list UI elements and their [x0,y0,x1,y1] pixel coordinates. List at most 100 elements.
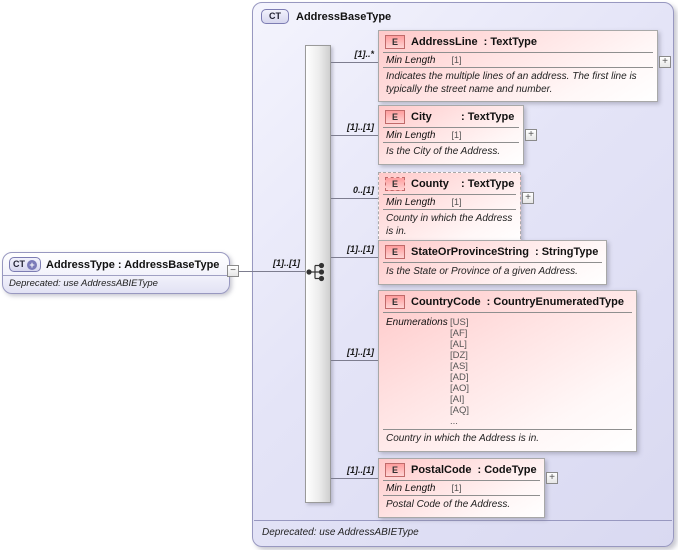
branch-line-city [331,135,378,136]
enum-value: [AL] [450,339,467,350]
element-name: County [411,178,449,190]
element-box-addressline[interactable]: E AddressLine : TextType Min Length [1] … [378,30,658,102]
element-type: : TextType [461,111,515,123]
container-header: CT AddressBaseType [253,3,673,30]
complextype-box-addresstype[interactable]: CT+ AddressType : AddressBaseType Deprec… [2,252,230,294]
divider [383,480,540,481]
facet-row: Min Length [1] [379,128,523,142]
cardinality-label-root: [1]..[1] [273,258,300,268]
element-icon: E [385,110,405,124]
element-box-stateorprovincestring[interactable]: E StateOrProvinceString : StringType Is … [378,240,607,285]
element-box-county[interactable]: E County : TextType Min Length [1] Count… [378,172,521,244]
branch-line-addressline [331,62,378,63]
divider [383,52,653,53]
expand-toggle-county[interactable]: + [522,192,534,204]
divider [383,127,519,128]
facet-label: Min Length [386,55,436,66]
divider [383,209,516,210]
element-type: : TextType [483,36,538,48]
element-type: : TextType [461,178,515,190]
element-box-countrycode[interactable]: E CountryCode : CountryEnumeratedType En… [378,290,637,452]
container-note-divider [254,520,672,521]
element-description: Country in which the Address is in. [386,433,540,444]
element-description: Is the State or Province of a given Addr… [386,266,578,277]
connector-line-root [239,271,306,272]
enum-value: [AQ] [450,405,470,416]
branch-line-county [331,198,378,199]
element-type: : CodeType [477,464,537,476]
divider [383,312,632,313]
cardinality-label-city: [1]..[1] [347,122,374,132]
element-icon: E [385,177,405,191]
divider [383,429,632,430]
root-deprecated-note: Deprecated: use AddressABIEType [9,278,158,289]
element-icon: E [385,295,405,309]
element-box-postalcode[interactable]: E PostalCode : CodeType Min Length [1] P… [378,458,545,518]
branch-line-postalcode [331,478,378,479]
element-box-city[interactable]: E City : TextType Min Length [1] Is the … [378,105,524,165]
element-title-row: E PostalCode : CodeType [379,459,544,480]
expand-toggle-addressline[interactable]: + [659,56,671,68]
facet-row: Min Length [1] [379,53,657,67]
branch-line-countrycode [331,360,378,361]
facet-label: Min Length [386,483,436,494]
element-name: CountryCode [411,296,481,308]
expand-toggle-city[interactable]: + [525,129,537,141]
divider [383,194,516,195]
element-title-row: E StateOrProvinceString : StringType [379,241,606,262]
cardinality-label-stateorprovince: [1]..[1] [347,244,374,254]
sequence-icon[interactable] [306,262,328,282]
cardinality-label-addressline: [1]..* [354,49,374,59]
facet-value: [1] [451,55,462,65]
plus-circle-icon: + [27,260,37,270]
element-title-row: E County : TextType [379,173,520,194]
container-title: AddressBaseType [296,10,392,23]
element-description: Indicates the multiple lines of an addre… [386,71,637,95]
element-title-row: E AddressLine : TextType [379,31,657,52]
cardinality-label-countrycode: [1]..[1] [347,347,374,357]
divider [383,142,519,143]
cardinality-label-county: 0..[1] [352,185,374,195]
element-description: County in which the Address is in. [386,213,513,237]
complextype-icon: CT [261,9,289,24]
expand-toggle-postalcode[interactable]: + [546,472,558,484]
element-type: : StringType [534,246,599,258]
complextype-plus-icon: CT+ [9,257,41,272]
facet-row: Min Length [1] [379,195,520,209]
element-name: AddressLine [411,36,478,48]
divider [383,495,540,496]
element-name: PostalCode [411,464,472,476]
facet-value: [1] [451,197,462,207]
branch-line-stateorprovince [331,257,378,258]
facet-row: Min Length [1] [379,481,544,495]
enum-value: [AF] [450,328,468,339]
enumerations-row: Enumerations [US] [AF] [AL] [DZ] [AS] [A… [379,313,636,429]
enumerations-label: Enumerations [386,317,448,328]
facet-label: Min Length [386,130,436,141]
facet-label: Min Length [386,197,436,208]
collapse-toggle[interactable]: − [227,265,239,277]
container-deprecated-note: Deprecated: use AddressABIEType [262,527,419,538]
element-description: Is the City of the Address. [386,146,501,157]
element-icon: E [385,245,405,259]
element-name: StateOrProvinceString [411,246,529,258]
element-description: Postal Code of the Address. [386,499,511,510]
divider [383,262,602,263]
enum-value: [US] [450,317,469,328]
divider [383,67,653,68]
enum-value: [DZ] [450,350,468,361]
enum-value: [AS] [450,361,468,372]
element-icon: E [385,463,405,477]
facet-value: [1] [451,130,462,140]
element-title-row: E City : TextType [379,106,523,127]
cardinality-label-postalcode: [1]..[1] [347,465,374,475]
root-box-title: AddressType : AddressBaseType [46,258,220,271]
enum-value: ... [450,416,458,427]
element-type: : CountryEnumeratedType [486,296,624,308]
enum-value: [AD] [450,372,469,383]
element-name: City [411,111,432,123]
element-title-row: E CountryCode : CountryEnumeratedType [379,291,636,312]
facet-value: [1] [451,483,462,493]
enumeration-values: [US] [AF] [AL] [DZ] [AS] [AD] [AO] [AI] … [450,317,469,427]
